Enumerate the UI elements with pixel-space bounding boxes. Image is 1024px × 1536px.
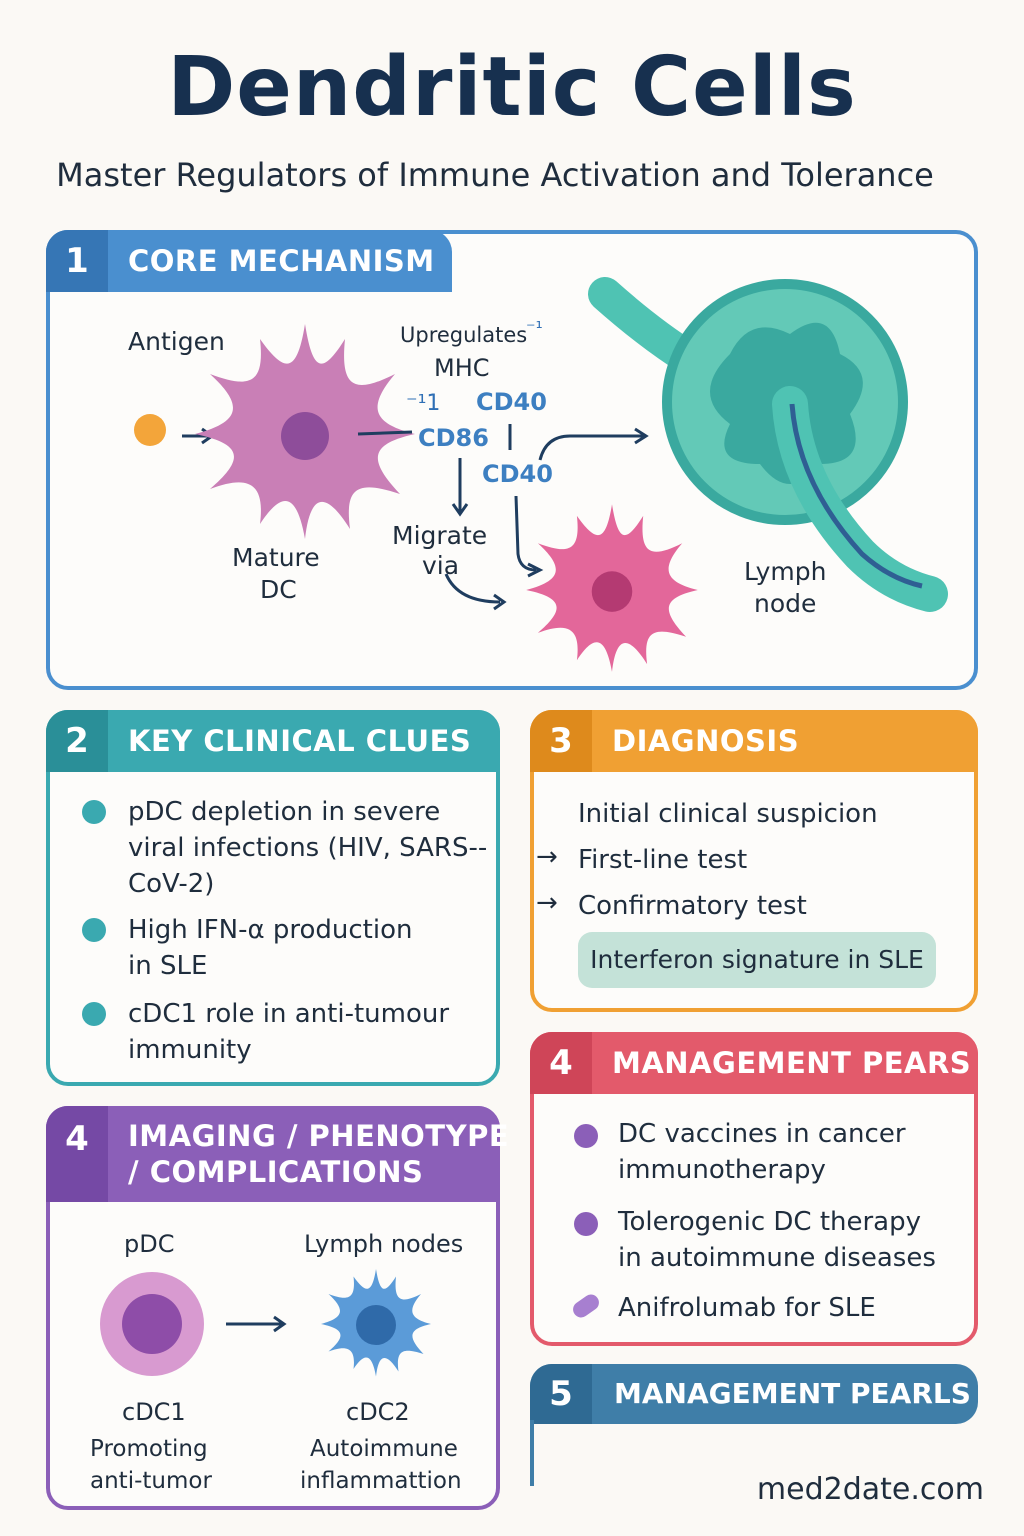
upregulates-label: Upregulates (400, 323, 527, 347)
migrate-label: Migrate (392, 521, 487, 550)
cdc2-cell-icon (321, 1269, 431, 1377)
clue-bullet-icon (82, 800, 106, 824)
page-title: Dendritic Cells (167, 40, 857, 135)
cd40-label-b: CD40 (482, 460, 553, 488)
arrow-right-icon: → (536, 888, 558, 918)
core-mechanism-panel: 1 CORE MECHANISM (46, 230, 978, 690)
via-label: via (422, 551, 459, 580)
diagnosis-panel: 3 DIAGNOSIS Initial clinical suspicion →… (530, 710, 978, 1012)
clue-item: pDC depletion in severe viral infections… (128, 797, 488, 899)
antigen-label: Antigen (128, 327, 225, 356)
section-label: MANAGEMENT PEARLS (614, 1377, 971, 1410)
phenotype-diagram: pDC Lymph nodes cDC1 Promoting anti-tumo… (90, 1230, 463, 1494)
cdc2-desc-1: Autoimmune (310, 1436, 458, 1462)
clue-bullet-icon (82, 918, 106, 942)
glitch-mark-a: ⁻¹ (526, 318, 543, 339)
clue-item: cDC1 role in anti-tumour immunity (128, 999, 450, 1065)
lymph-node-icon (588, 277, 948, 612)
imaging-header: 4 IMAGING / PHENOTYPE / COMPLICATIONS (46, 1106, 509, 1202)
interferon-signature-badge: Interferon signature in SLE (578, 932, 936, 988)
antigen-icon (134, 414, 166, 446)
management-item: Anifrolumab for SLE (618, 1293, 876, 1323)
section-number: 4 (530, 1032, 592, 1094)
vaccine-icon (574, 1124, 598, 1148)
section-number: 3 (530, 710, 592, 772)
management-pears-panel: 4 MANAGEMENT PEARS DC vaccines in cancer… (530, 1032, 978, 1346)
section-number: 1 (46, 230, 108, 292)
pdc-label: pDC (124, 1230, 174, 1258)
clinical-clues-panel: 2 KEY CLINICAL CLUES pDC depletion in se… (46, 710, 500, 1086)
core-mechanism-diagram: Antigen Upregulates ⁻¹ MHC ⁻¹1 CD40 CD86… (128, 277, 948, 672)
migrating-dc-icon (526, 504, 698, 672)
diagnosis-header: 3 DIAGNOSIS (530, 710, 978, 772)
section-number: 5 (530, 1364, 592, 1424)
section-label: MANAGEMENT PEARS (612, 1046, 972, 1080)
footer-site[interactable]: med2date.com (756, 1472, 984, 1507)
section-label: CORE MECHANISM (128, 244, 435, 278)
section-label: KEY CLINICAL CLUES (128, 724, 472, 758)
mature-label: Mature (232, 543, 320, 572)
management-pearls-header: 5 MANAGEMENT PEARLS (530, 1364, 978, 1424)
diagnosis-step: First-line test (578, 845, 748, 875)
section-label: IMAGING / PHENOTYPE / COMPLICATIONS (128, 1119, 510, 1189)
diagnosis-step: Initial clinical suspicion (578, 799, 878, 829)
cdc2-desc-2: inflammattion (300, 1468, 462, 1494)
management-item: DC vaccines in cancer immunotherapy (618, 1119, 906, 1185)
glitch-mark-b: ⁻¹1 (406, 391, 440, 416)
diagnosis-step: Confirmatory test (578, 891, 807, 921)
section-number: 4 (46, 1106, 108, 1202)
management-item: Tolerogenic DC therapy in autoimmune dis… (618, 1207, 936, 1273)
pearls-rule (530, 1420, 534, 1486)
clinical-clues-header: 2 KEY CLINICAL CLUES (46, 710, 500, 772)
section-label: DIAGNOSIS (612, 724, 800, 758)
cdc1-desc-1: Promoting (90, 1436, 208, 1462)
cd86-label: CD86 (418, 424, 489, 452)
dc-label: DC (260, 575, 297, 604)
page-subtitle: Master Regulators of Immune Activation a… (56, 156, 934, 194)
cdc1-label: cDC1 (122, 1398, 186, 1426)
lymph-nodes-label: Lymph nodes (304, 1230, 463, 1258)
therapy-icon (574, 1212, 598, 1236)
core-mechanism-header: 1 CORE MECHANISM (46, 230, 452, 292)
pill-icon (569, 1291, 603, 1321)
section-number: 2 (46, 710, 108, 772)
management-pears-header: 4 MANAGEMENT PEARS (530, 1032, 978, 1094)
mature-dc-icon (195, 324, 415, 539)
clue-item: High IFN-α production in SLE (128, 915, 413, 981)
mhc-label: MHC (434, 354, 490, 382)
arrow-right-icon: → (536, 842, 558, 872)
lymph-label: Lymph (744, 557, 827, 586)
cdc1-desc-2: anti-tumor (90, 1468, 212, 1494)
node-label: node (754, 589, 816, 618)
cdc2-label: cDC2 (346, 1398, 410, 1426)
cd40-label-a: CD40 (476, 388, 547, 416)
clue-bullet-icon (82, 1002, 106, 1026)
imaging-panel: 4 IMAGING / PHENOTYPE / COMPLICATIONS pD… (46, 1106, 509, 1510)
